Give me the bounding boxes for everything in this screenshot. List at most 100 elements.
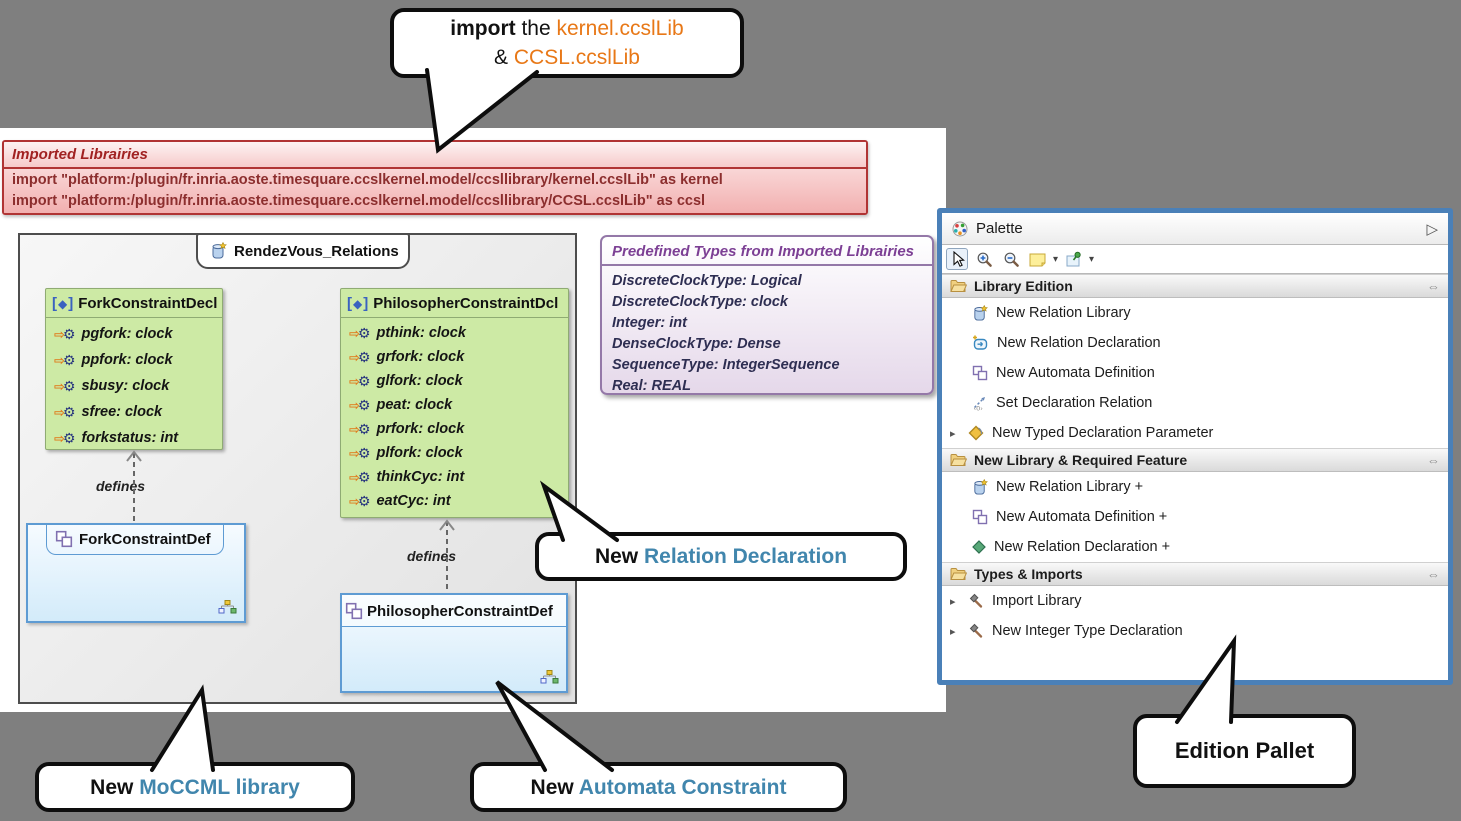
relation-declaration-badge-icon: [◆] <box>347 295 369 312</box>
diagram-tab-label: RendezVous_Relations <box>234 242 399 260</box>
palette-header[interactable]: Palette ▷ <box>942 213 1448 245</box>
philosopher-constraint-def-box[interactable]: PhilosopherConstraintDef <box>340 593 568 693</box>
callout-text-part: New <box>90 775 140 799</box>
palette-item-new-automata-definition[interactable]: New Automata Definition <box>942 358 1448 388</box>
predefined-types-title: Predefined Types from Imported Librairie… <box>602 237 932 266</box>
automata-definition-icon <box>345 602 363 620</box>
callout-text-part: New <box>530 775 579 799</box>
imported-libraries-box[interactable]: Imported Librairies import "platform:/pl… <box>2 140 868 215</box>
parameter-icon: ⇨⚙ <box>349 469 371 485</box>
note-tool-dropdown-icon[interactable]: ▾ <box>1053 253 1059 265</box>
expander-icon[interactable]: ▸ <box>950 427 956 440</box>
imported-libraries-body: import "platform:/plugin/fr.inria.aoste.… <box>4 169 866 213</box>
callout-text-part: kernel.ccslLib <box>556 17 684 40</box>
attribute-row[interactable]: ⇨⚙ plfork: clock <box>349 441 568 465</box>
palette-collapse-icon[interactable]: ▷ <box>1426 220 1438 238</box>
parameter-icon: ⇨⚙ <box>349 445 371 461</box>
attribute-row[interactable]: ⇨⚙sbusy: clock <box>54 373 222 399</box>
zoom-out-tool[interactable] <box>1000 248 1022 270</box>
palette-section-new-library-required-feature[interactable]: New Library & Required Feature ⇔ <box>942 448 1448 472</box>
palette-item-label: New Relation Declaration <box>997 335 1161 351</box>
pin-note-tool[interactable] <box>1063 248 1085 270</box>
attribute-row[interactable]: ⇨⚙sfree: clock <box>54 399 222 425</box>
zoom-in-tool[interactable] <box>973 248 995 270</box>
pin-note-tool-dropdown-icon[interactable]: ▾ <box>1089 253 1095 265</box>
attribute-row[interactable]: ⇨⚙prfork: clock <box>349 417 568 441</box>
callout-new-moccml-library: New MoCCML library <box>35 762 355 812</box>
attribute-row[interactable]: ⇨⚙ ppfork: clock <box>54 347 222 373</box>
pin-toggle-icon[interactable]: ⇔ <box>1427 566 1440 582</box>
palette-item-import-library[interactable]: ▸ Import Library <box>942 586 1448 616</box>
attribute-label: plfork: clock <box>376 445 463 461</box>
palette-item-new-automata-definition-plus[interactable]: New Automata Definition + <box>942 502 1448 532</box>
callout-new-relation-declaration: New Relation Declaration <box>535 532 907 581</box>
attribute-row[interactable]: ⇨⚙ eatCyc: int <box>349 489 568 513</box>
palette-section-types-imports[interactable]: Types & Imports ⇔ <box>942 562 1448 586</box>
fork-constraint-def-box[interactable]: ForkConstraintDef <box>26 523 246 623</box>
palette-item-new-typed-declaration-parameter[interactable]: ▸ New Typed Declaration Parameter <box>942 418 1448 448</box>
folder-icon <box>950 568 967 580</box>
predefined-types-box[interactable]: Predefined Types from Imported Librairie… <box>600 235 934 395</box>
parameter-icon: ⇨⚙ <box>349 349 371 365</box>
callout-text: New MoCCML library <box>90 773 300 802</box>
definition-header: ForkConstraintDef <box>46 525 224 555</box>
palette-section-library-edition[interactable]: Library Edition ⇔ <box>942 274 1448 298</box>
attribute-row[interactable]: ⇨⚙pgfork: clock <box>54 321 222 347</box>
palette-item-new-relation-declaration-plus[interactable]: New Relation Declaration + <box>942 532 1448 562</box>
set-declaration-icon: ‹0› <box>974 397 985 412</box>
attribute-label: eatCyc: int <box>376 493 451 509</box>
callout-new-automata-constraint: New Automata Constraint <box>470 762 847 812</box>
attribute-row[interactable]: ⇨⚙glfork: clock <box>349 369 568 393</box>
expander-icon[interactable]: ▸ <box>950 625 956 638</box>
callout-import-libraries: import the kernel.ccslLib & CCSL.ccslLib <box>390 8 744 78</box>
parameter-icon: ⇨⚙ <box>349 325 371 341</box>
palette-item-set-declaration-relation[interactable]: ‹0› Set Declaration Relation <box>942 388 1448 418</box>
attribute-row[interactable]: ⇨⚙peat: clock <box>349 393 568 417</box>
attribute-label: ppfork: clock <box>81 352 173 368</box>
attribute-row[interactable]: ⇨⚙thinkCyc: int <box>349 465 568 489</box>
import-statement: import "platform:/plugin/fr.inria.aoste.… <box>12 172 723 188</box>
predefined-type: SequenceType: IntegerSequence <box>612 357 840 373</box>
class-header: [◆] ForkConstraintDecl <box>46 289 222 318</box>
palette-item-new-integer-type-declaration[interactable]: ▸ New Integer Type Declaration <box>942 616 1448 646</box>
defines-edge-label: defines <box>96 478 146 494</box>
note-tool[interactable] <box>1027 248 1049 270</box>
attribute-label: forkstatus: int <box>81 430 179 446</box>
callout-text-part: Automata Constraint <box>578 775 787 799</box>
palette-item-label: New Relation Declaration + <box>994 539 1171 555</box>
palette-panel: Palette ▷ <box>937 208 1453 685</box>
select-tool[interactable] <box>946 248 968 270</box>
section-label: New Library & Required Feature <box>974 452 1188 468</box>
palette-item-new-relation-declaration[interactable]: New Relation Declaration <box>942 328 1448 358</box>
palette-item-label: Import Library <box>992 593 1082 609</box>
palette-toolbar: ▾ ▾ <box>942 245 1448 274</box>
attribute-label: pgfork: clock <box>81 326 173 342</box>
automata-definition-icon <box>972 509 988 525</box>
library-icon <box>212 242 227 259</box>
attribute-row[interactable]: ⇨⚙grfork: clock <box>349 345 568 369</box>
parameter-icon: ⇨⚙ <box>54 404 76 420</box>
attribute-label: prfork: clock <box>376 421 465 437</box>
parameter-icon: ⇨⚙ <box>54 352 76 368</box>
attribute-row[interactable]: ⇨⚙forkstatus: int <box>54 425 222 451</box>
fork-constraint-decl-box[interactable]: [◆] ForkConstraintDecl ⇨⚙pgfork: clock ⇨… <box>45 288 223 450</box>
callout-text: Edition Pallet <box>1175 736 1314 766</box>
parameter-icon: ⇨⚙ <box>349 493 371 509</box>
palette-item-label: New Integer Type Declaration <box>992 623 1183 639</box>
class-header: [◆] PhilosopherConstraintDcl <box>341 289 568 318</box>
typed-parameter-icon <box>968 425 984 441</box>
palette-item-new-relation-library[interactable]: New Relation Library <box>942 298 1448 328</box>
pin-toggle-icon[interactable]: ⇔ <box>1427 278 1440 294</box>
attribute-row[interactable]: ⇨⚙pthink: clock <box>349 321 568 345</box>
expander-icon[interactable]: ▸ <box>950 595 956 608</box>
svg-text:‹0›: ‹0› <box>974 405 984 412</box>
callout-text: New Relation Declaration <box>595 542 847 571</box>
palette-item-label: New Relation Library + <box>996 479 1144 495</box>
pin-toggle-icon[interactable]: ⇔ <box>1427 452 1440 468</box>
diagram-tab[interactable]: RendezVous_Relations <box>196 233 410 269</box>
philosopher-constraint-decl-box[interactable]: [◆] PhilosopherConstraintDcl ⇨⚙pthink: c… <box>340 288 569 518</box>
imported-libraries-title: Imported Librairies <box>4 142 866 169</box>
palette-item-new-relation-library-plus[interactable]: New Relation Library + <box>942 472 1448 502</box>
callout-text-part: CCSL.ccslLib <box>513 46 640 69</box>
